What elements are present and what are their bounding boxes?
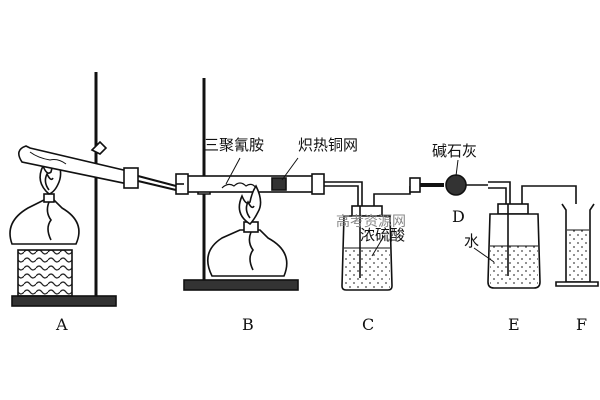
apparatus-a — [9, 72, 177, 307]
label-a: A — [55, 315, 68, 334]
alcohol-lamp-a — [9, 199, 80, 245]
liquid-e — [490, 246, 538, 286]
label-c: C — [362, 315, 374, 334]
stand-base-a — [11, 295, 117, 307]
drying-tube-d — [409, 159, 511, 206]
bottle-c — [341, 186, 411, 291]
label-soda-lime: 碱石灰 — [432, 142, 477, 160]
label-water: 水 — [464, 232, 479, 250]
liquid-f — [567, 230, 589, 281]
liquid-c — [344, 248, 390, 288]
melamine-sample — [221, 182, 257, 189]
label-conc-sulfuric-acid: 浓硫酸 — [360, 226, 405, 244]
label-hot-copper-mesh: 炽热铜网 — [298, 136, 358, 154]
leader-melamine — [225, 157, 241, 185]
label-e: E — [508, 315, 520, 334]
label-b: B — [242, 315, 254, 334]
leader-water — [473, 247, 495, 263]
lamp-wick-a — [46, 201, 52, 241]
apparatus-b — [175, 78, 363, 291]
copper-mesh — [271, 177, 287, 191]
watermark: 高考资源网 — [336, 213, 406, 230]
soda-lime-bulb — [445, 174, 467, 196]
clamp-a — [90, 140, 108, 155]
wood-block — [17, 249, 73, 297]
label-f: F — [576, 315, 587, 334]
bottle-e — [473, 185, 577, 289]
alcohol-lamp-b — [206, 229, 288, 277]
label-melamine: 三聚氰胺 — [204, 136, 264, 154]
leader-soda-lime — [455, 159, 459, 177]
heating-tube-a — [18, 145, 134, 185]
leader-copper — [281, 157, 299, 181]
stand-base-b — [183, 279, 299, 291]
label-d: D — [452, 207, 465, 226]
leader-acid — [371, 235, 385, 257]
cylinder-f — [555, 203, 599, 287]
